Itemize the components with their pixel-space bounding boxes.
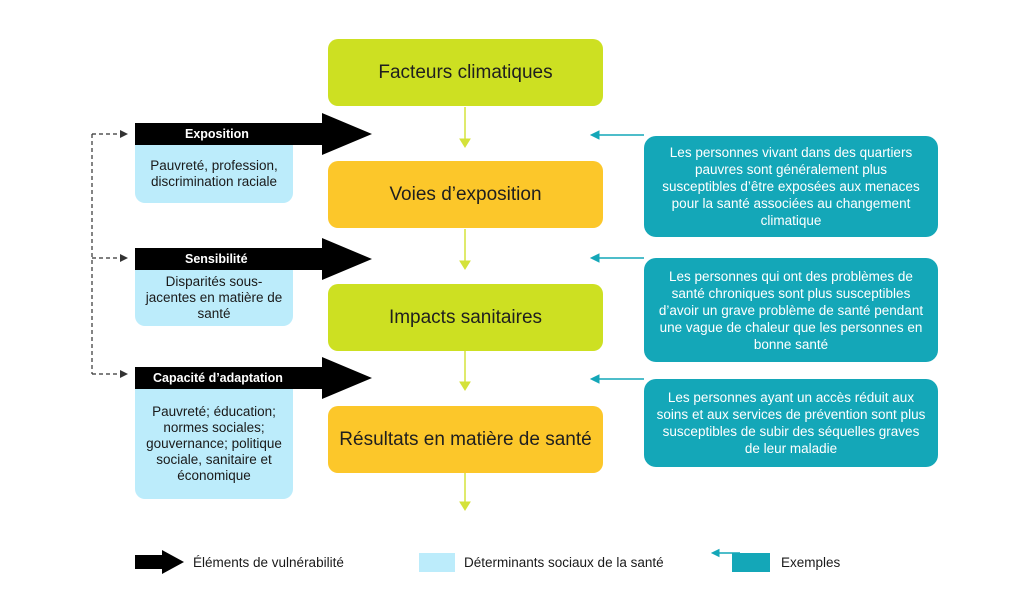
adaptive-capacity-determinants-text: Pauvreté; éducation; normes sociales; go… [146,404,282,483]
example-arrows [589,130,644,384]
legend-teal-swatch [732,553,770,572]
legend-social-determinants-label: Déterminants sociaux de la santé [464,554,664,570]
adaptive-capacity-determinants-box: Pauvreté; éducation; normes sociales; go… [135,389,293,499]
adaptive-capacity-arrow-label: Capacité d’adaptation [153,371,283,385]
sensitivity-arrow-label: Sensibilité [185,252,248,266]
exposure-arrow [135,113,372,155]
health-outcomes-box: Résultats en matière de santé [328,406,603,473]
climate-factors-label: Facteurs climatiques [378,61,553,83]
exposure-arrow-label: Exposition [185,127,249,141]
legend-black-arrow [135,550,184,574]
exposure-example-box: Les personnes vivant dans des quartiers … [644,136,938,237]
example-arrow-3 [589,374,644,384]
health-outcomes-label: Résultats en matière de santé [339,428,592,450]
adaptive-capacity-example-box: Les personnes ayant un accès réduit aux … [644,379,938,467]
sensitivity-example-box: Les personnes qui ont des problèmes de s… [644,258,938,362]
exposure-example-text: Les personnes vivant dans des quartiers … [662,145,920,228]
down-arrow-3 [459,351,471,391]
adaptive-capacity-arrow [135,357,372,399]
example-arrow-1 [589,130,644,140]
example-arrow-2 [589,253,644,263]
down-arrow-4 [459,473,471,511]
dashed-link [91,133,120,375]
legend-light-blue-swatch [419,553,455,572]
climate-factors-box: Facteurs climatiques [328,39,603,106]
sensitivity-example-text: Les personnes qui ont des problèmes de s… [658,268,924,352]
legend-vulnerability-label: Éléments de vulnérabilité [193,554,344,570]
exposure-determinants-box: Pauvreté, profession, discrimination rac… [135,145,293,203]
sensitivity-determinants-box: Disparités sous-jacentes en matière de s… [135,270,293,326]
exposure-determinants-text: Pauvreté, profession, discrimination rac… [150,158,278,189]
health-impacts-box: Impacts sanitaires [328,284,603,351]
adaptive-capacity-example-text: Les personnes ayant un accès réduit aux … [656,390,926,456]
health-impacts-label: Impacts sanitaires [388,306,543,328]
down-arrow-1 [459,107,471,148]
vulnerability-arrows [135,113,372,399]
exposure-pathways-box: Voies d’exposition [328,161,603,228]
down-arrows [459,107,471,511]
sensitivity-arrow [135,238,372,280]
sensitivity-determinants-text: Disparités sous-jacentes en matière de s… [145,274,283,321]
down-arrow-2 [459,229,471,270]
dashed-arrowheads [120,130,128,378]
legend-examples-label: Exemples [781,554,841,570]
exposure-pathways-label: Voies d’exposition [389,183,542,205]
